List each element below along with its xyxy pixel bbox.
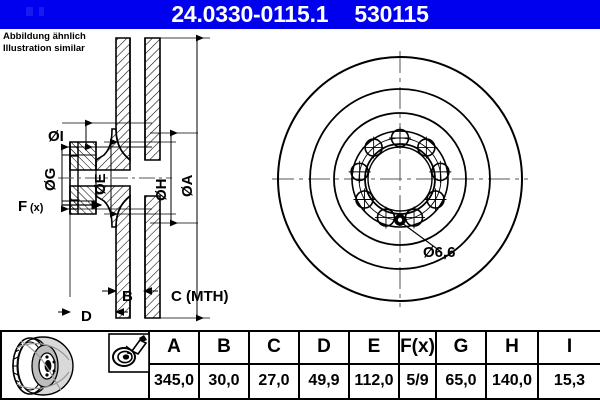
column-header-g: G: [435, 330, 487, 365]
part-number: 24.0330-0115.1: [171, 1, 329, 27]
spec-table-wrapper: A B C D E F(x) G H I 345,0 30,0 27,0 49,…: [0, 330, 600, 400]
bolt-hole: [362, 136, 385, 159]
spec-table: A B C D E F(x) G H I 345,0 30,0 27,0 49,…: [0, 330, 600, 400]
value-fx: 5/9: [398, 362, 437, 400]
label-diameter-a: ØA: [179, 174, 196, 197]
table-header-row: A B C D E F(x) G H I: [0, 330, 600, 400]
bolt-hole: [403, 206, 426, 229]
column-header-e: E: [348, 330, 400, 365]
product-icon-cell: [0, 330, 150, 400]
header-title: 24.0330-0115.1 530115: [0, 0, 600, 29]
label-width-c: C (MTH): [171, 288, 228, 305]
label-diameter-e: ØE: [92, 173, 109, 195]
cross-section-view: ØI ØG ØE: [18, 34, 228, 325]
dimension-diameter-a: ØA: [158, 34, 210, 322]
bolt-hole: [353, 188, 376, 211]
bolt-hole: [389, 127, 411, 149]
vented-brake-disc-icon: [12, 336, 74, 396]
label-diameter-i: ØI: [48, 128, 64, 145]
notice-line-en: Illustration similar: [3, 42, 85, 54]
value-a: 345,0: [148, 362, 200, 400]
drawing-canvas: ØI ØG ØE: [0, 29, 600, 328]
disc-outer-circle: [277, 56, 523, 302]
value-e: 112,0: [348, 362, 400, 400]
table-value-row: 345,0 30,0 27,0 49,9 112,0 5/9 65,0 140,…: [1, 362, 600, 400]
header-bar: 24.0330-0115.1 530115: [0, 0, 600, 29]
dimension-force-fx: F (x): [18, 198, 103, 215]
column-header-b: B: [198, 330, 250, 365]
coated-disc-spray-icon: [108, 333, 150, 373]
friction-ring-circle: [309, 88, 491, 270]
label-force-fx: F: [18, 198, 27, 215]
hat-outer-circle: [333, 112, 467, 246]
bolt-hole-group: [348, 127, 452, 229]
label-diameter-g: ØG: [42, 168, 59, 191]
bolt-hole: [348, 160, 371, 183]
label-width-d: D: [81, 308, 92, 325]
value-g: 65,0: [435, 362, 487, 400]
value-i: 15,3: [537, 362, 600, 400]
label-width-b: B: [122, 288, 133, 305]
bolt-hole: [415, 136, 438, 159]
bolt-hole: [374, 206, 397, 229]
label-hole-diameter: Ø6,6: [423, 244, 456, 261]
dimension-diameter-i: ØI: [48, 119, 152, 151]
column-header-d: D: [298, 330, 350, 365]
value-b: 30,0: [198, 362, 250, 400]
column-header-fx: F(x): [398, 330, 437, 365]
header-watermark-icon: [26, 7, 70, 16]
column-header-h: H: [485, 330, 539, 365]
dimension-widths: B C (MTH) D: [58, 214, 228, 325]
hole-leader-line: [401, 222, 441, 252]
illustration-notice: Abbildung ähnlich Illustration similar: [3, 31, 86, 54]
value-d: 49,9: [298, 362, 350, 400]
column-header-c: C: [248, 330, 300, 365]
column-header-i: I: [537, 330, 600, 365]
label-force-fx-suffix: (x): [30, 202, 44, 214]
dimension-diameter-g: ØG: [42, 143, 152, 213]
notice-line-de: Abbildung ähnlich: [3, 31, 86, 42]
bolt-hole: [429, 160, 452, 183]
dimension-diameter-h: ØH: [150, 129, 198, 227]
label-diameter-h: ØH: [153, 179, 170, 202]
locating-hole: [394, 214, 406, 226]
bolt-hole: [424, 188, 447, 211]
reference-number: 530115: [354, 1, 429, 27]
value-c: 27,0: [248, 362, 300, 400]
face-view: [272, 51, 528, 307]
dimension-diameter-e: ØE: [92, 138, 176, 218]
value-h: 140,0: [485, 362, 539, 400]
column-header-a: A: [148, 330, 200, 365]
